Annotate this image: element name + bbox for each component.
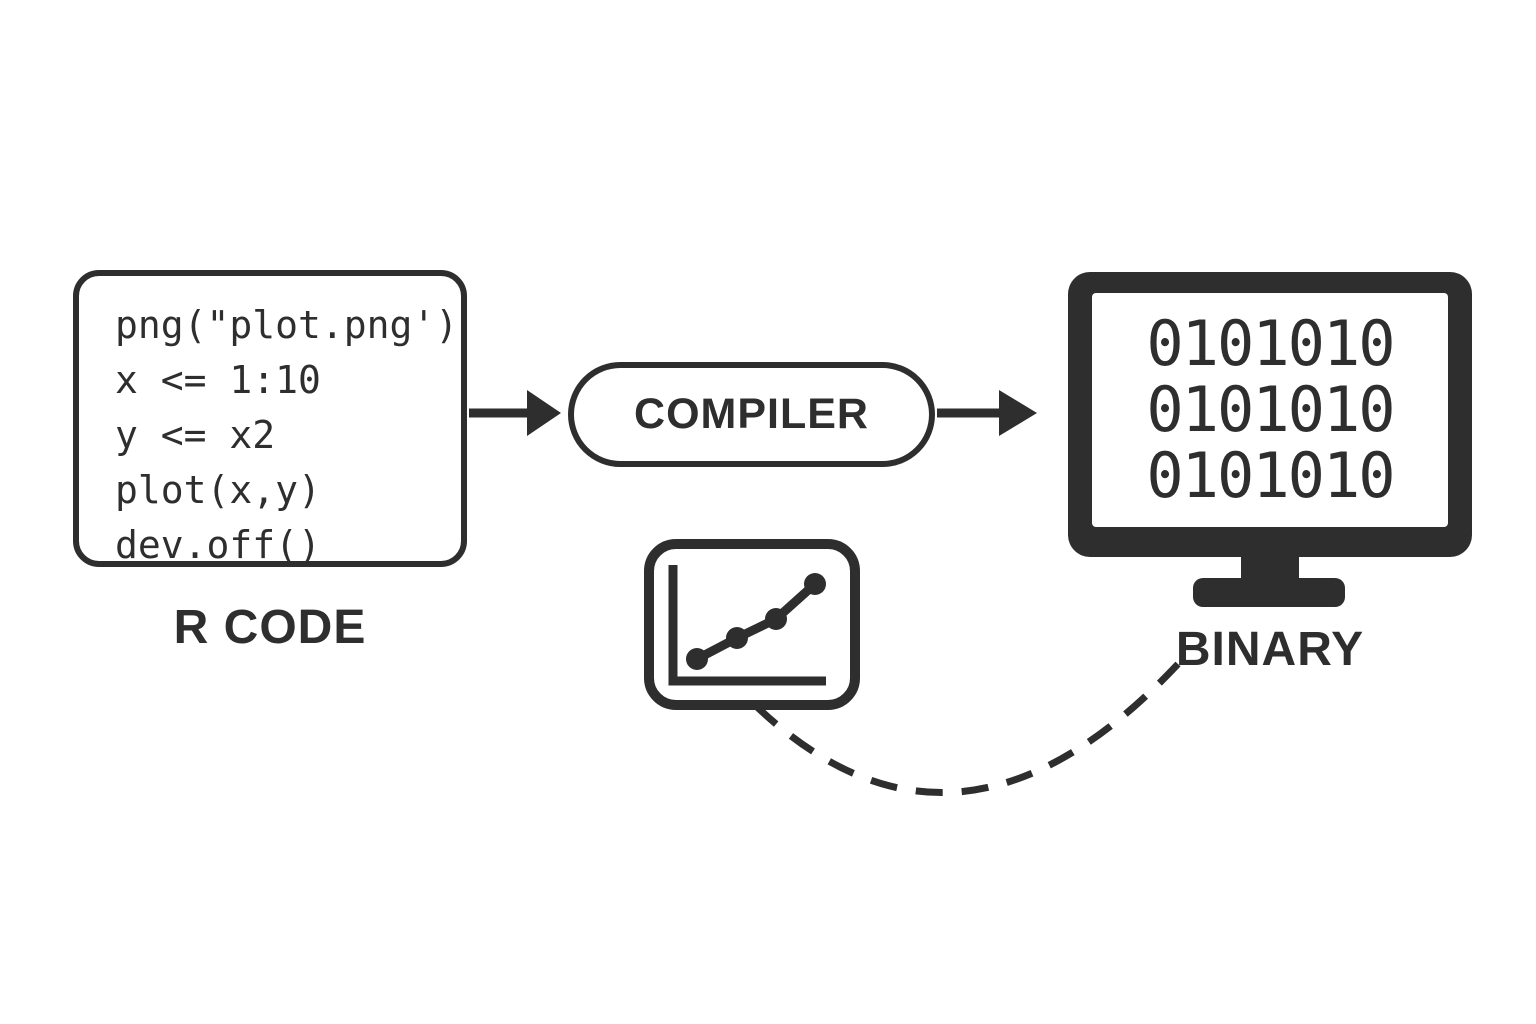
monitor-screen: 0101010 0101010 0101010 bbox=[1092, 293, 1448, 527]
line-chart-icon bbox=[644, 539, 860, 710]
binary-line: 0101010 bbox=[1146, 307, 1395, 380]
code-line: png("plot.png') bbox=[115, 303, 459, 347]
binary-line: 0101010 bbox=[1146, 439, 1395, 512]
chart-axes bbox=[668, 565, 826, 686]
code-line: y <= x2 bbox=[115, 413, 276, 457]
desktop-monitor-icon: 0101010 0101010 0101010 bbox=[1068, 272, 1472, 557]
right-arrow-icon bbox=[937, 390, 1037, 436]
chart-point bbox=[765, 608, 787, 630]
monitor-stand-base bbox=[1193, 578, 1345, 607]
r-code-label: R CODE bbox=[173, 601, 367, 654]
compiler-pill: COMPILER bbox=[568, 362, 935, 467]
code-line: x <= 1:10 bbox=[115, 358, 321, 402]
binary-line: 0101010 bbox=[1146, 373, 1395, 446]
chart-point bbox=[804, 573, 826, 595]
code-line: plot(x,y) bbox=[115, 468, 321, 512]
chart-trend-line bbox=[694, 580, 819, 663]
right-arrow-icon bbox=[469, 390, 561, 436]
code-line: dev.off() bbox=[115, 523, 321, 567]
r-code-box: png("plot.png') x <= 1:10 y <= x2 plot(x… bbox=[73, 270, 467, 567]
chart-point bbox=[726, 627, 748, 649]
chart-point bbox=[686, 648, 708, 670]
binary-label: BINARY bbox=[1175, 623, 1365, 676]
dashed-curve-connector bbox=[753, 661, 1181, 797]
